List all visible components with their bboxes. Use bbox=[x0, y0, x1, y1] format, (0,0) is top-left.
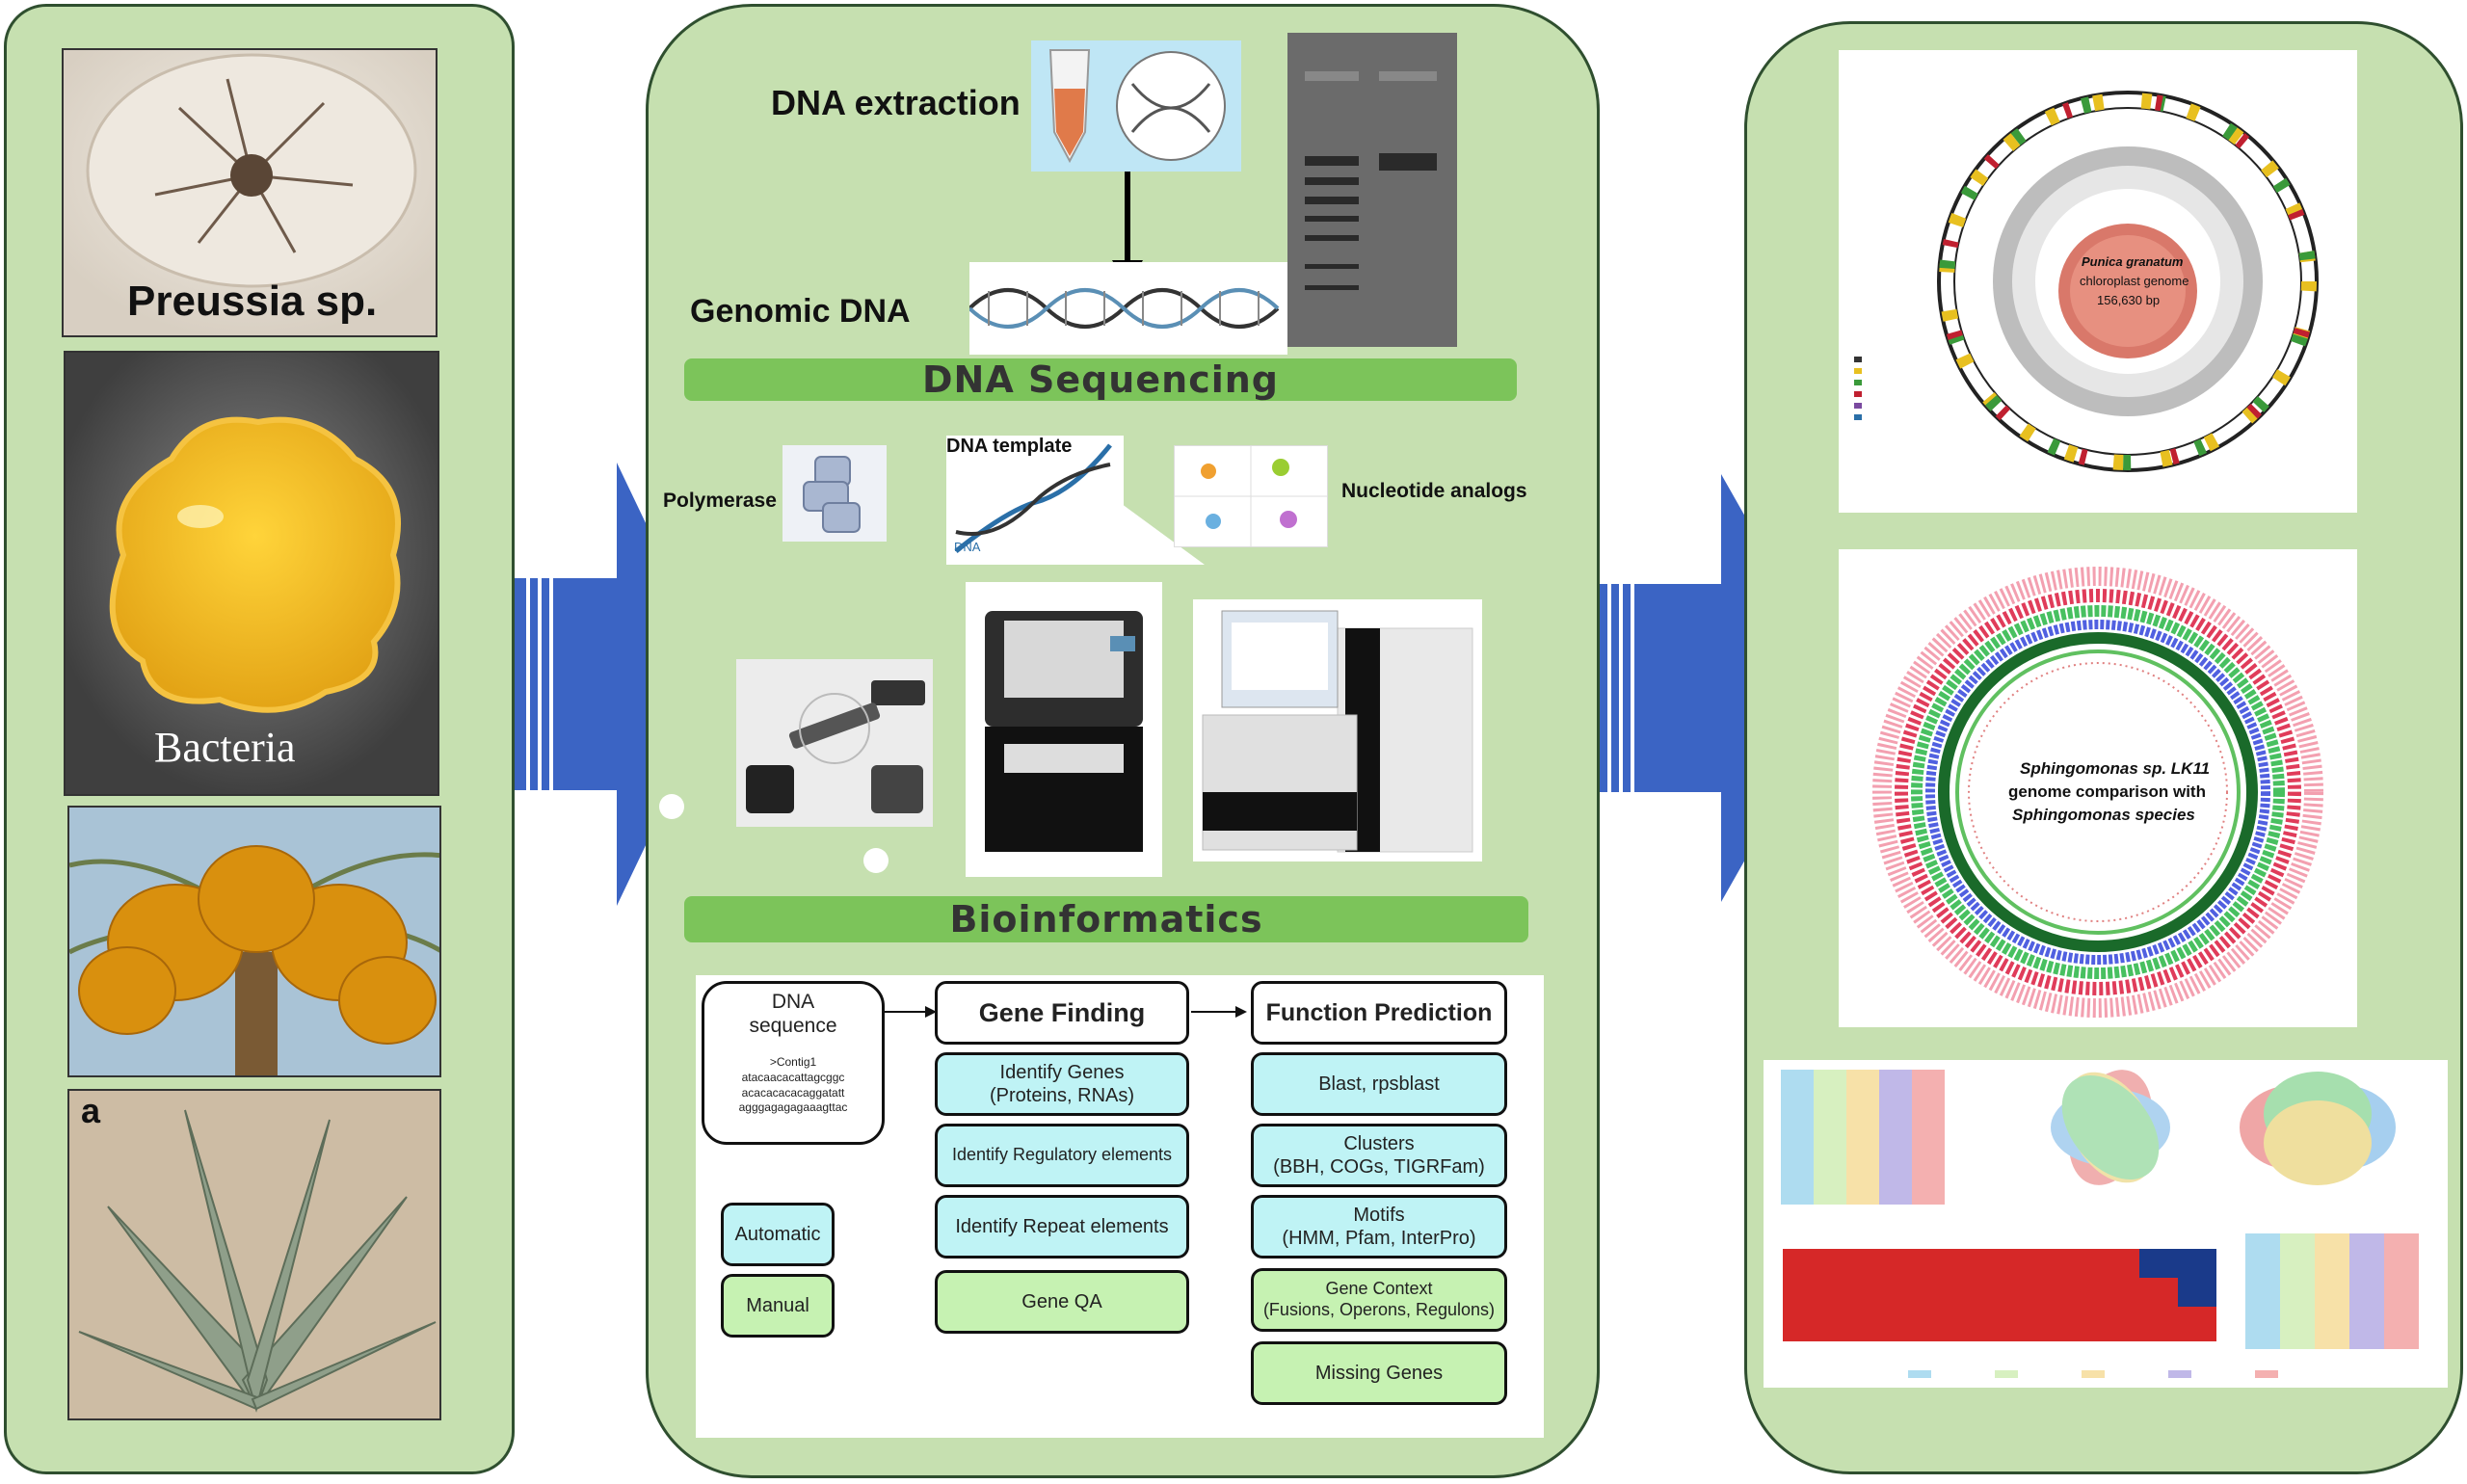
flow-arrow-1 bbox=[515, 463, 723, 906]
date-palm-photo bbox=[67, 806, 441, 1077]
fungus-colony-icon bbox=[64, 50, 436, 335]
aloe-plant-icon bbox=[69, 1091, 439, 1418]
test-tube-icon bbox=[1048, 49, 1226, 164]
fungus-label: Preussia sp. bbox=[127, 278, 378, 325]
dna-helix-image bbox=[968, 262, 1287, 355]
polymerase-label: Polymerase bbox=[663, 490, 777, 512]
function-prediction-header: Function Prediction bbox=[1251, 981, 1507, 1045]
aloe-label: a bbox=[81, 1091, 101, 1130]
dna-template-icon bbox=[954, 443, 1112, 553]
tube-helix-image bbox=[1031, 40, 1241, 172]
manual-box: Manual bbox=[721, 1274, 835, 1338]
dna-small-label: DNA bbox=[954, 540, 981, 554]
chloroplast-map-icon bbox=[1854, 91, 2319, 472]
blast-box: Blast, rpsblast bbox=[1251, 1052, 1507, 1116]
dna-template-label: DNA template bbox=[946, 436, 1073, 457]
dna-helix-icon bbox=[968, 288, 1280, 329]
illumina-sequencer-image bbox=[1193, 599, 1482, 861]
illumina-sequencer-icon bbox=[1202, 610, 1473, 853]
dna-sequence-body: >Contig1 atacaacacattagcggc acacacacacag… bbox=[738, 1055, 848, 1115]
comparative-genomics-figure bbox=[1764, 1060, 2448, 1388]
bacterial-colony-icon bbox=[66, 353, 438, 794]
pacbio-sequencer-image bbox=[966, 582, 1162, 877]
bioinformatics-title: Bioinformatics bbox=[684, 896, 1528, 942]
nucleotide-analogs-image bbox=[1174, 445, 1328, 547]
chloroplast-center-line-1: Punica granatum bbox=[2082, 254, 2184, 269]
dna-template-image: DNA template DNA bbox=[946, 436, 1124, 565]
comparison-center-line-2: genome comparison with bbox=[2008, 782, 2206, 801]
gel-electrophoresis-image bbox=[1287, 33, 1457, 347]
identify-regulatory-box: Identify Regulatory elements bbox=[935, 1124, 1189, 1187]
polymerase-image bbox=[783, 445, 887, 542]
arrow-to-gene-finding bbox=[885, 1006, 937, 1018]
gel-bands-icon bbox=[1287, 33, 1457, 347]
identify-genes-box: Identify Genes (Proteins, RNAs) bbox=[935, 1052, 1189, 1116]
chloroplast-center-line-3: 156,630 bp bbox=[2097, 293, 2161, 307]
gene-context-box: Gene Context (Fusions, Operons, Regulons… bbox=[1251, 1268, 1507, 1332]
dna-sequence-title: DNA sequence bbox=[749, 991, 837, 1038]
bacterial-colony-photo: Bacteria bbox=[64, 351, 439, 796]
aloe-plant-photo: a bbox=[67, 1089, 441, 1420]
identify-repeat-box: Identify Repeat elements bbox=[935, 1195, 1189, 1259]
bubble-dot-2 bbox=[863, 848, 889, 873]
fungus-colony-photo: Preussia sp. bbox=[62, 48, 438, 337]
dna-sequence-box: DNA sequence >Contig1 atacaacacattagcggc… bbox=[702, 981, 885, 1145]
gene-finding-header: Gene Finding bbox=[935, 981, 1189, 1045]
template-callout-shape bbox=[1118, 501, 1205, 565]
date-palm-icon bbox=[69, 808, 439, 1075]
comparison-center-line-1: Sphingomonas sp. LK11 bbox=[2020, 759, 2211, 778]
dna-extraction-label: DNA extraction bbox=[771, 83, 1021, 122]
nanopore-devices-icon bbox=[746, 680, 925, 813]
genome-comparison-icon bbox=[1872, 567, 2323, 1018]
genome-comparison-map: Sphingomonas sp. LK11 genome comparison … bbox=[1839, 549, 2357, 1027]
gene-qa-box: Gene QA bbox=[935, 1270, 1189, 1334]
clusters-box: Clusters (BBH, COGs, TIGRFam) bbox=[1251, 1124, 1507, 1187]
nucleotide-analogs-label: Nucleotide analogs bbox=[1341, 480, 1527, 502]
chloroplast-center-line-2: chloroplast genome bbox=[2080, 274, 2189, 288]
automatic-box: Automatic bbox=[721, 1203, 835, 1266]
genomic-dna-label: Genomic DNA bbox=[690, 293, 911, 330]
arrow-to-function-prediction bbox=[1191, 1006, 1247, 1018]
nucleotide-analogs-icon bbox=[1175, 446, 1327, 546]
bacteria-label: Bacteria bbox=[154, 724, 296, 771]
comparative-figure-icon bbox=[1781, 1070, 2419, 1378]
chloroplast-genome-map: Punica granatum chloroplast genome 156,6… bbox=[1839, 50, 2357, 513]
bubble-dot-1 bbox=[659, 794, 684, 819]
dna-sequencing-title: DNA Sequencing bbox=[684, 358, 1517, 401]
polymerase-icon bbox=[803, 456, 861, 533]
comparison-center-line-3: Sphingomonas species bbox=[2012, 806, 2195, 824]
nanopore-devices-image bbox=[736, 659, 933, 827]
pacbio-sequencer-icon bbox=[985, 611, 1143, 852]
motifs-box: Motifs (HMM, Pfam, InterPro) bbox=[1251, 1195, 1507, 1259]
missing-genes-box: Missing Genes bbox=[1251, 1341, 1507, 1405]
